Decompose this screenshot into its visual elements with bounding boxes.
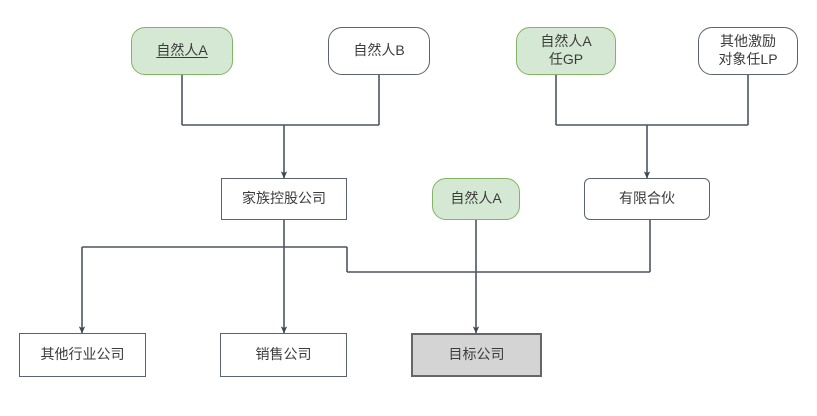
node-other-lp[interactable]: 其他激励 对象任LP [698,27,798,75]
node-other-industry[interactable]: 其他行业公司 [19,333,146,377]
node-label-other-lp: 其他激励 对象任LP [718,33,778,67]
node-label-person-a-gp: 自然人A 任GP [540,33,592,67]
node-person-a-top[interactable]: 自然人A [131,27,233,75]
node-target-company[interactable]: 目标公司 [411,333,542,377]
node-sales-company[interactable]: 销售公司 [220,333,347,377]
node-person-a-gp[interactable]: 自然人A 任GP [516,27,616,75]
node-label-family-holding: 家族控股公司 [242,190,326,207]
node-label-person-b: 自然人B [353,42,405,59]
node-label-person-a-mid: 自然人A [450,190,502,207]
node-label-sales-company: 销售公司 [255,346,312,363]
node-limited-partner[interactable]: 有限合伙 [584,178,710,220]
node-person-b[interactable]: 自然人B [328,27,430,75]
node-label-target-company: 目标公司 [448,346,505,363]
node-label-limited-partner: 有限合伙 [619,190,675,207]
node-label-other-industry: 其他行业公司 [40,346,125,363]
node-person-a-mid[interactable]: 自然人A [432,178,520,220]
node-family-holding[interactable]: 家族控股公司 [221,178,347,220]
node-label-person-a-top: 自然人A [156,42,208,59]
